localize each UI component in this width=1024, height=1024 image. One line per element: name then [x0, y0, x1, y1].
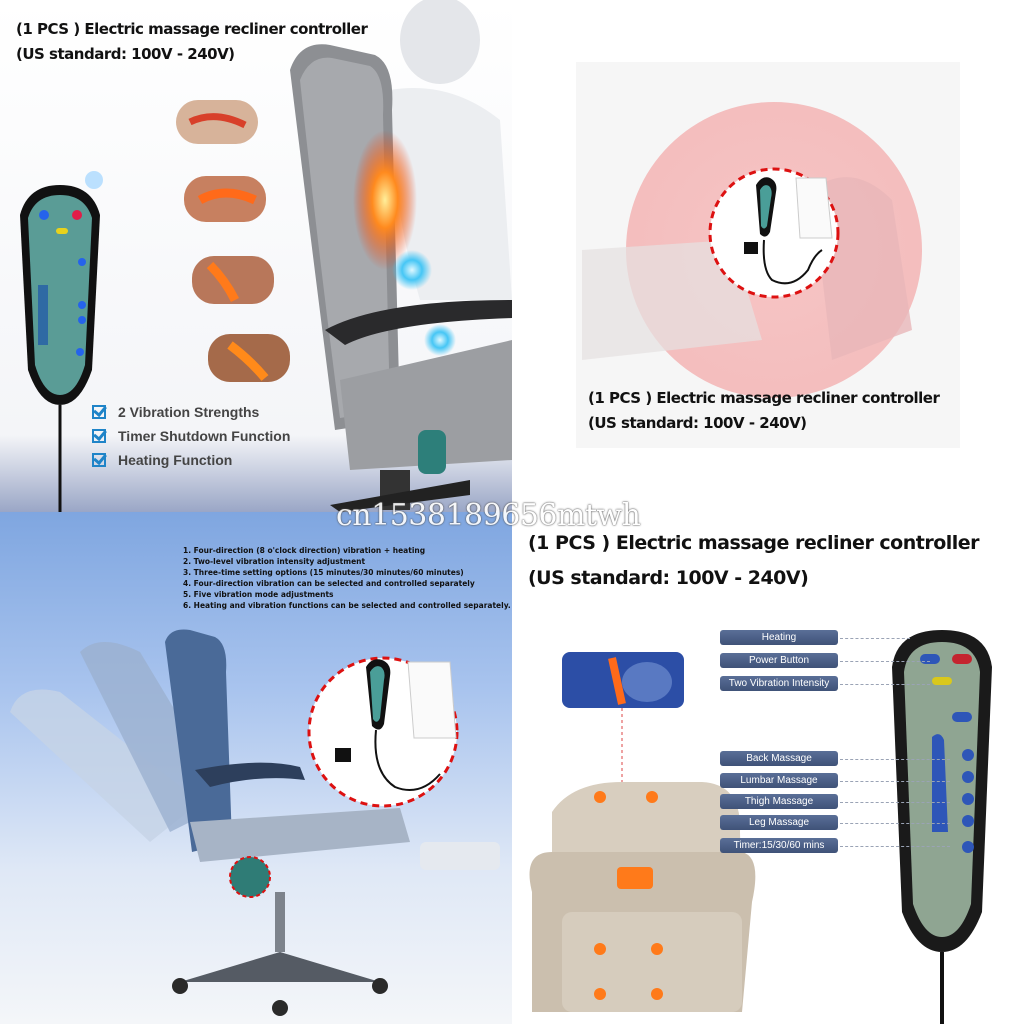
function-item: 5. Five vibration mode adjustments: [183, 590, 334, 599]
heating-label: Heating: [720, 630, 838, 645]
function-item: 6. Heating and vibration functions can b…: [183, 601, 511, 610]
massage-chair-illustration: [576, 62, 960, 448]
panel4-title: (1 PCS ) Electric massage recliner contr…: [528, 532, 980, 554]
lumbar-massage-label: Lumbar Massage: [720, 773, 838, 788]
feature-item: Timer Shutdown Function: [92, 424, 290, 448]
panel4-subtitle: (US standard: 100V - 240V): [528, 567, 809, 589]
panel2-title: (1 PCS ) Electric massage recliner contr…: [588, 389, 940, 407]
feature-item: 2 Vibration Strengths: [92, 400, 290, 424]
checkmark-icon: [92, 453, 106, 467]
office-chair-illustration: [0, 0, 512, 512]
panel-reclining-chair-functions: 1. Four-direction (8 o'clock direction) …: [0, 512, 512, 1024]
leader-line: [840, 781, 950, 782]
vibration-intensity-label: Two Vibration Intensity: [720, 676, 838, 691]
function-item: 3. Three-time setting options (15 minute…: [183, 568, 464, 577]
leader-line: [840, 802, 950, 803]
leader-line: [840, 684, 930, 685]
reclining-chair-illustration: [10, 629, 500, 1016]
remote-controller: [20, 171, 103, 512]
feature-item: Heating Function: [92, 448, 290, 472]
feature-checklist: 2 Vibration Strengths Timer Shutdown Fun…: [92, 400, 290, 472]
leader-line: [840, 846, 950, 847]
power-button-label: Power Button: [720, 653, 838, 668]
function-item: 2. Two-level vibration intensity adjustm…: [183, 557, 366, 566]
panel1-subtitle: (US standard: 100V - 240V): [16, 45, 235, 63]
panel-recliner-controller-diagram: (1 PCS ) Electric massage recliner contr…: [512, 512, 1024, 1024]
recliner-controller-illustration: [529, 630, 992, 1024]
watermark: cn1538189656mtwh: [336, 498, 641, 533]
leader-line: [840, 823, 950, 824]
checkmark-icon: [92, 405, 106, 419]
checkmark-icon: [92, 429, 106, 443]
back-massage-label: Back Massage: [720, 751, 838, 766]
panel1-title: (1 PCS ) Electric massage recliner contr…: [16, 20, 368, 38]
panel2-subtitle: (US standard: 100V - 240V): [588, 414, 807, 432]
leader-line: [840, 661, 930, 662]
thigh-massage-label: Thigh Massage: [720, 794, 838, 809]
function-item: 4. Four-direction vibration can be selec…: [183, 579, 475, 588]
leg-massage-label: Leg Massage: [720, 815, 838, 830]
panel-massage-chair-product: (1 PCS ) Electric massage recliner contr…: [512, 0, 1024, 512]
leader-line: [840, 759, 950, 760]
timer-label: Timer:15/30/60 mins: [720, 838, 838, 853]
function-item: 1. Four-direction (8 o'clock direction) …: [183, 546, 426, 555]
panel-office-chair-features: (1 PCS ) Electric massage recliner contr…: [0, 0, 512, 512]
function-list: 1. Four-direction (8 o'clock direction) …: [183, 545, 511, 611]
leader-line: [840, 638, 910, 639]
